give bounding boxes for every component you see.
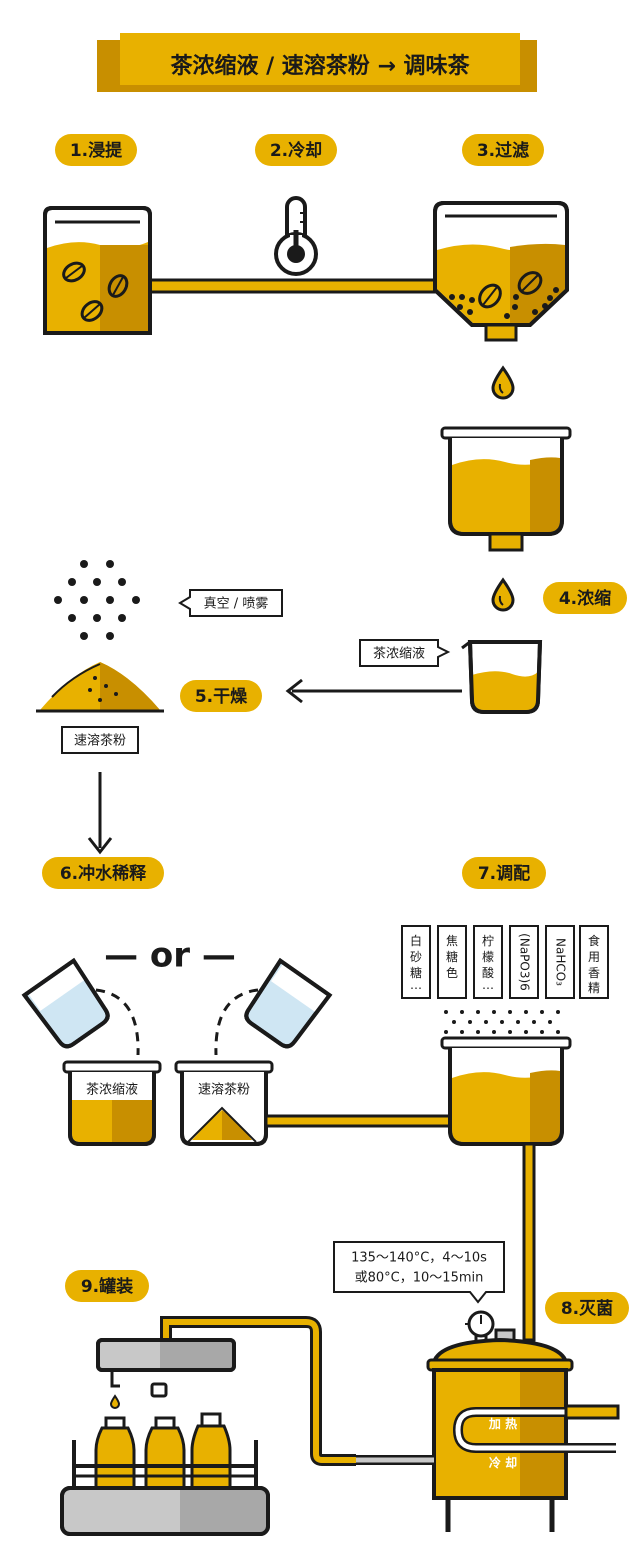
ingredient-char: ⋯ [482, 981, 494, 995]
sterilize-condition-1: 135～140°C，4～10s [351, 1251, 487, 1266]
pipe-mixer-to-sterilizer [522, 1142, 536, 1342]
ingredient-char: 砂 [410, 950, 422, 964]
spray-dots [54, 560, 140, 640]
arrow-left [285, 678, 462, 704]
or-separator: — or — [104, 936, 236, 976]
sterilize-callout: 135～140°C，4～10s 或80°C，10～15min [333, 1241, 505, 1304]
ingredient-packets: 白 砂 糖 ⋯ 焦 糖 色 柠 檬 酸 ⋯ (NaPO3)6 NaHCO₃ 食 … [401, 925, 609, 999]
step-badge-4: 4.浓缩 [543, 582, 627, 614]
ingredient-char: 用 [588, 950, 600, 964]
tea-leaf-icon [107, 274, 129, 298]
ingredient-packet [401, 925, 431, 999]
tea-leaf-icon [517, 271, 543, 295]
powder-pile [36, 662, 164, 713]
ingredient-name: NaHCO₃ [554, 938, 568, 986]
step-label: 2.冷却 [270, 140, 322, 161]
pipe-cup-to-mixer [264, 1114, 454, 1128]
heat-cool-coil: 加 热 冷 却 [452, 1404, 620, 1470]
ingredient-char: 食 [588, 933, 600, 948]
droplet-icon [491, 577, 515, 612]
step-badge-7: 7.调配 [462, 857, 546, 889]
ingredient-packet [545, 925, 575, 999]
filling-machine [96, 1338, 236, 1409]
ingredient-char: 色 [446, 966, 458, 980]
ingredient-packet [473, 925, 503, 999]
step-badge-9: 9.罐装 [65, 1270, 149, 1302]
callout-vacuum-spray: 真空 / 喷雾 [178, 589, 283, 617]
step-label: 5.干燥 [195, 687, 248, 707]
sediment-dots [449, 287, 559, 319]
ingredient-char: 白 [410, 933, 422, 948]
conveyor [60, 1486, 270, 1536]
sterilizer-tank: 加 热 冷 却 [426, 1310, 620, 1532]
instant-powder-label-box: 速溶茶粉 [61, 726, 139, 754]
page-title: 茶浓缩液 / 速溶茶粉 → 调味茶 [170, 53, 470, 79]
cool-label: 冷 却 [489, 1455, 517, 1470]
pipe-extract-to-filter [148, 278, 442, 294]
step-label: 7.调配 [478, 864, 530, 884]
step-label: 1.浸提 [70, 140, 123, 161]
droplet-icon [491, 365, 515, 400]
mixing-tank [440, 1036, 572, 1146]
step-label: 8.灭菌 [561, 1299, 613, 1319]
water-beaker-left [21, 957, 110, 1049]
ingredient-char: 糖 [446, 949, 458, 964]
sterilize-condition-2: 或80°C，10～15min [355, 1271, 484, 1286]
instant-powder-label: 速溶茶粉 [74, 733, 126, 749]
filter-tank [433, 201, 569, 342]
tea-leaf-icon [478, 283, 502, 309]
step-badge-8: 8.灭菌 [545, 1292, 629, 1324]
ingredient-packet [509, 925, 539, 999]
collection-bowl [440, 426, 572, 552]
tea-leaf-icon [80, 300, 104, 322]
powder-cup-label: 速溶茶粉 [198, 1082, 250, 1098]
heat-label: 加 热 [488, 1416, 517, 1431]
ingredient-char: 檬 [482, 950, 494, 964]
step-badge-6: 6.冲水稀释 [42, 857, 164, 889]
ingredient-char: 焦 [446, 934, 458, 948]
step-badge-2: 2.冷却 [255, 134, 337, 166]
ingredient-char: 酸 [482, 965, 494, 980]
step-badge-5: 5.干燥 [180, 680, 262, 712]
concentrate-cup-label: 茶浓缩液 [86, 1082, 138, 1098]
ingredient-char: 香 [588, 966, 600, 980]
ingredient-packet [579, 925, 609, 999]
step-label: 3.过滤 [477, 140, 529, 161]
pour-stream [95, 988, 140, 1056]
ingredient-char: 柠 [482, 933, 494, 948]
step-label: 4.浓缩 [559, 588, 611, 609]
step-badge-1: 1.浸提 [55, 134, 137, 166]
thermometer-icon [274, 196, 318, 276]
tea-leaf-icon [62, 261, 86, 283]
arrow-down [87, 772, 113, 855]
ingredient-char: ⋯ [410, 981, 422, 995]
ingredient-packet [437, 925, 467, 999]
step-badge-3: 3.过滤 [462, 134, 544, 166]
concentrate-cup: 茶浓缩液 [62, 1060, 162, 1146]
concentrate-label: 茶浓缩液 [373, 646, 425, 662]
concentrate-beaker [461, 640, 543, 714]
ingredient-char: 糖 [410, 965, 422, 980]
ingredient-dots [444, 1010, 560, 1034]
vacuum-spray-label: 真空 / 喷雾 [204, 597, 269, 612]
callout-concentrate: 茶浓缩液 [359, 639, 451, 667]
powder-cup: 速溶茶粉 [174, 1060, 274, 1146]
bottle-rack [72, 1440, 258, 1488]
step-label: 6.冲水稀释 [60, 863, 147, 884]
step-label: 9.罐装 [81, 1276, 133, 1297]
ingredient-char: 精 [588, 981, 600, 995]
ingredient-name: (NaPO3)6 [518, 933, 532, 991]
extraction-tank [43, 206, 152, 335]
pour-stream [214, 988, 259, 1056]
title-banner: 茶浓缩液 / 速溶茶粉 → 调味茶 [97, 33, 537, 92]
water-beaker-right [244, 957, 333, 1049]
